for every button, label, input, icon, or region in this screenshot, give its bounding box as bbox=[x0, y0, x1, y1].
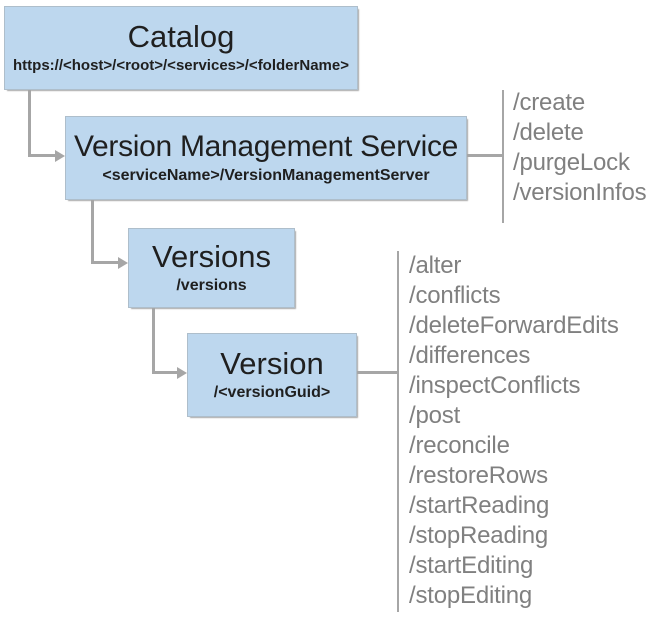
connector-catalog-to-vms-vertical bbox=[28, 90, 31, 157]
operations-list-version-management-service: /create /delete /purgeLock /versionInfos bbox=[513, 88, 647, 208]
node-subtitle: /<versionGuid> bbox=[213, 384, 331, 401]
connector-versions-to-version-horizontal bbox=[152, 371, 177, 374]
operation-label: /reconcile bbox=[409, 432, 510, 459]
operation-label: /post bbox=[409, 402, 461, 429]
operations-divider bbox=[502, 90, 504, 223]
node-version: Version /<versionGuid> bbox=[187, 333, 357, 417]
operation-label: /inspectConflicts bbox=[409, 372, 581, 399]
operation-label: /conflicts bbox=[409, 282, 501, 309]
connector-vms-to-operations bbox=[467, 154, 503, 157]
node-title: Version bbox=[220, 346, 324, 381]
operation-label: /differences bbox=[409, 342, 531, 369]
operation-label: /deleteForwardEdits bbox=[409, 312, 619, 339]
connector-versions-to-version-vertical bbox=[152, 308, 155, 374]
node-version-management-service: Version Management Service <serviceName>… bbox=[65, 116, 467, 200]
operation-label: /purgeLock bbox=[513, 149, 630, 176]
operation-label: /startEditing bbox=[409, 552, 534, 579]
connector-version-to-operations bbox=[357, 371, 398, 374]
node-catalog: Catalog https://<host>/<root>/<services>… bbox=[4, 6, 358, 90]
node-versions: Versions /versions bbox=[128, 228, 295, 308]
arrowhead-right-icon bbox=[55, 150, 65, 162]
node-subtitle: <serviceName>/VersionManagementServer bbox=[102, 167, 430, 184]
connector-catalog-to-vms-horizontal bbox=[28, 154, 56, 157]
node-subtitle: /versions bbox=[176, 277, 247, 294]
operation-label: /versionInfos bbox=[513, 179, 647, 206]
node-title: Catalog bbox=[127, 19, 235, 54]
operation-label: /stopReading bbox=[409, 522, 549, 549]
connector-vms-to-versions-horizontal bbox=[91, 261, 118, 264]
operation-label: /restoreRows bbox=[409, 462, 548, 489]
node-subtitle: https://<host>/<root>/<services>/<folder… bbox=[13, 57, 349, 74]
node-title: Versions bbox=[152, 239, 271, 274]
operation-label: /startReading bbox=[409, 492, 550, 519]
arrowhead-right-icon bbox=[118, 257, 128, 269]
operation-label: /create bbox=[513, 89, 585, 116]
node-title: Version Management Service bbox=[73, 130, 459, 163]
operations-divider bbox=[397, 251, 399, 612]
operation-label: /delete bbox=[513, 119, 584, 146]
connector-vms-to-versions-vertical bbox=[91, 200, 94, 264]
operations-list-version: /alter /conflicts /deleteForwardEdits /d… bbox=[409, 251, 619, 611]
operation-label: /stopEditing bbox=[409, 582, 533, 609]
arrowhead-right-icon bbox=[177, 367, 187, 379]
operation-label: /alter bbox=[409, 252, 462, 279]
